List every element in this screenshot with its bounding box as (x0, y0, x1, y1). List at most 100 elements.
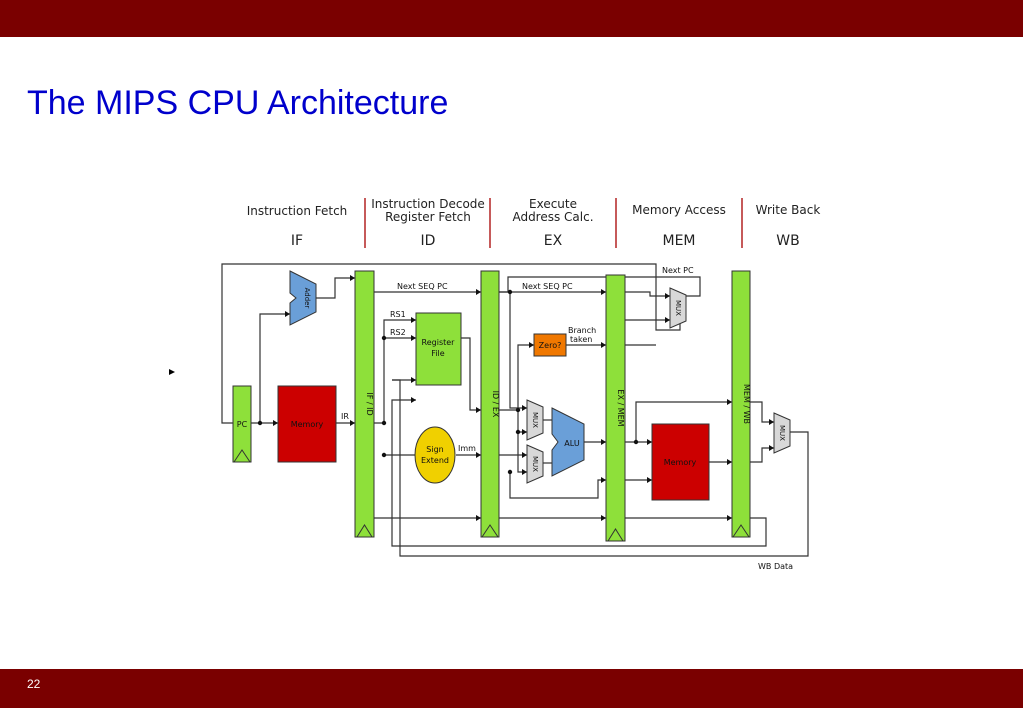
stage-if-abbr: IF (291, 233, 303, 249)
arrow-icon (647, 439, 652, 445)
junction-dot (633, 439, 639, 445)
bullet-arrow-icon (169, 369, 175, 375)
stage-ex-title-line2: Address Calc. (512, 210, 593, 224)
wire-wb-data (392, 379, 809, 557)
wire-regfile-out1 (461, 337, 481, 411)
register-file-label-line1: Register (422, 338, 456, 347)
stage-mem-title: Memory Access (632, 203, 726, 217)
alu-label: ALU (564, 439, 580, 448)
junction-dot (257, 420, 263, 426)
mux-alu-a (526, 399, 544, 441)
pc-label: PC (237, 420, 248, 429)
mux-label: MUX (674, 300, 682, 316)
pipeline-register-id-ex-label: ID / EX (491, 391, 500, 418)
signal-ir: IR (341, 412, 349, 421)
sign-extend-label-line1: Sign (426, 445, 443, 454)
arrow-icon (522, 429, 527, 435)
clock-triangle-icon (356, 524, 373, 538)
instruction-memory (277, 385, 337, 463)
wire-memwb-mux2 (750, 447, 774, 463)
adder (289, 270, 317, 326)
junction-dot (515, 429, 521, 435)
stage-headers: Instruction Fetch IF Instruction Decode … (247, 197, 821, 249)
arrow-icon (601, 515, 606, 521)
mux-label: MUX (778, 425, 786, 441)
arrow-icon (411, 335, 416, 341)
register-file-label-line2: File (431, 349, 444, 358)
signal-branch-line1: Branch (568, 326, 596, 335)
arrow-icon (769, 445, 774, 451)
stage-dividers (364, 198, 743, 248)
pc-block: PC (232, 385, 252, 463)
signal-rs2: RS2 (390, 328, 406, 337)
data-memory-label: Memory (664, 458, 697, 467)
arrow-icon (601, 477, 606, 483)
arrow-icon (285, 311, 290, 317)
wire-idex-mux1 (499, 291, 527, 409)
signal-labels: Next SEQ PC Next SEQ PC Next PC RS1 RS2 … (341, 266, 793, 571)
clock-triangle-icon (233, 449, 251, 463)
signal-next-seq-pc-2: Next SEQ PC (522, 282, 573, 291)
arrow-icon (411, 397, 416, 403)
signal-branch-line2: taken (570, 335, 592, 344)
alu (551, 407, 585, 477)
arrow-icon (350, 420, 355, 426)
top-bar (0, 0, 1023, 37)
stage-id-abbr: ID (421, 233, 436, 249)
arrow-icon (411, 317, 416, 323)
register-file (415, 312, 462, 386)
arrow-icon (411, 377, 416, 383)
wire-zero-in (517, 344, 534, 408)
instruction-memory-label: Memory (291, 420, 324, 429)
arrow-icon (529, 342, 534, 348)
wire-next-pc-to-mux (625, 291, 670, 297)
signal-next-seq-pc-1: Next SEQ PC (397, 282, 448, 291)
clock-triangle-icon (481, 524, 499, 538)
bottom-bar: 22 (0, 669, 1023, 708)
wire-pc-adder (259, 313, 290, 423)
pipeline-register-ex-mem-label: EX / MEM (616, 389, 625, 426)
arrow-icon (727, 515, 732, 521)
stage-ex-abbr: EX (544, 233, 563, 249)
junctions (257, 289, 639, 475)
wire-idex-mux1b (499, 409, 527, 433)
arrow-icon (665, 317, 670, 323)
mux-write-back (773, 412, 791, 454)
arrow-icon (522, 469, 527, 475)
mips-pipeline-diagram: Instruction Fetch IF Instruction Decode … (221, 197, 821, 571)
arrowheads (233, 275, 774, 521)
arrow-icon (476, 452, 481, 458)
pipeline-register-mem-wb-label: MEM / WB (742, 384, 751, 424)
signal-imm: Imm (458, 444, 476, 453)
wire-rs1 (374, 319, 416, 424)
arrow-icon (601, 439, 606, 445)
wire-next-pc-loop (221, 263, 681, 424)
mux-next-pc (669, 287, 687, 329)
junction-dot (507, 289, 513, 295)
arrow-icon (350, 275, 355, 281)
junction-dot (515, 407, 521, 413)
signal-next-pc: Next PC (662, 266, 694, 275)
sign-extend (414, 426, 456, 484)
wire-next-pc-top (507, 276, 701, 297)
arrow-icon (727, 459, 732, 465)
stage-id-title-line2: Register Fetch (385, 210, 471, 224)
arrow-icon (476, 515, 481, 521)
arrow-icon (476, 407, 481, 413)
junction-dot (381, 452, 387, 458)
stage-ex-title-line1: Execute (529, 197, 577, 211)
wire-adder-ifid (316, 277, 355, 299)
wire-exmem-bypass (635, 401, 732, 442)
mux-label: MUX (531, 456, 539, 472)
arrow-icon (665, 293, 670, 299)
stage-mem-abbr: MEM (662, 233, 695, 249)
data-memory (651, 423, 710, 501)
clock-triangle-icon (732, 524, 750, 538)
arrow-icon (727, 399, 732, 405)
wire-memwb-mux1 (750, 401, 774, 423)
wire-idex-exmem-store (509, 472, 606, 499)
stage-id-title-line1: Instruction Decode (371, 197, 485, 211)
zero-detect-label: Zero? (539, 341, 562, 350)
mux-alu-b (526, 444, 544, 484)
page-number: 22 (27, 677, 41, 691)
